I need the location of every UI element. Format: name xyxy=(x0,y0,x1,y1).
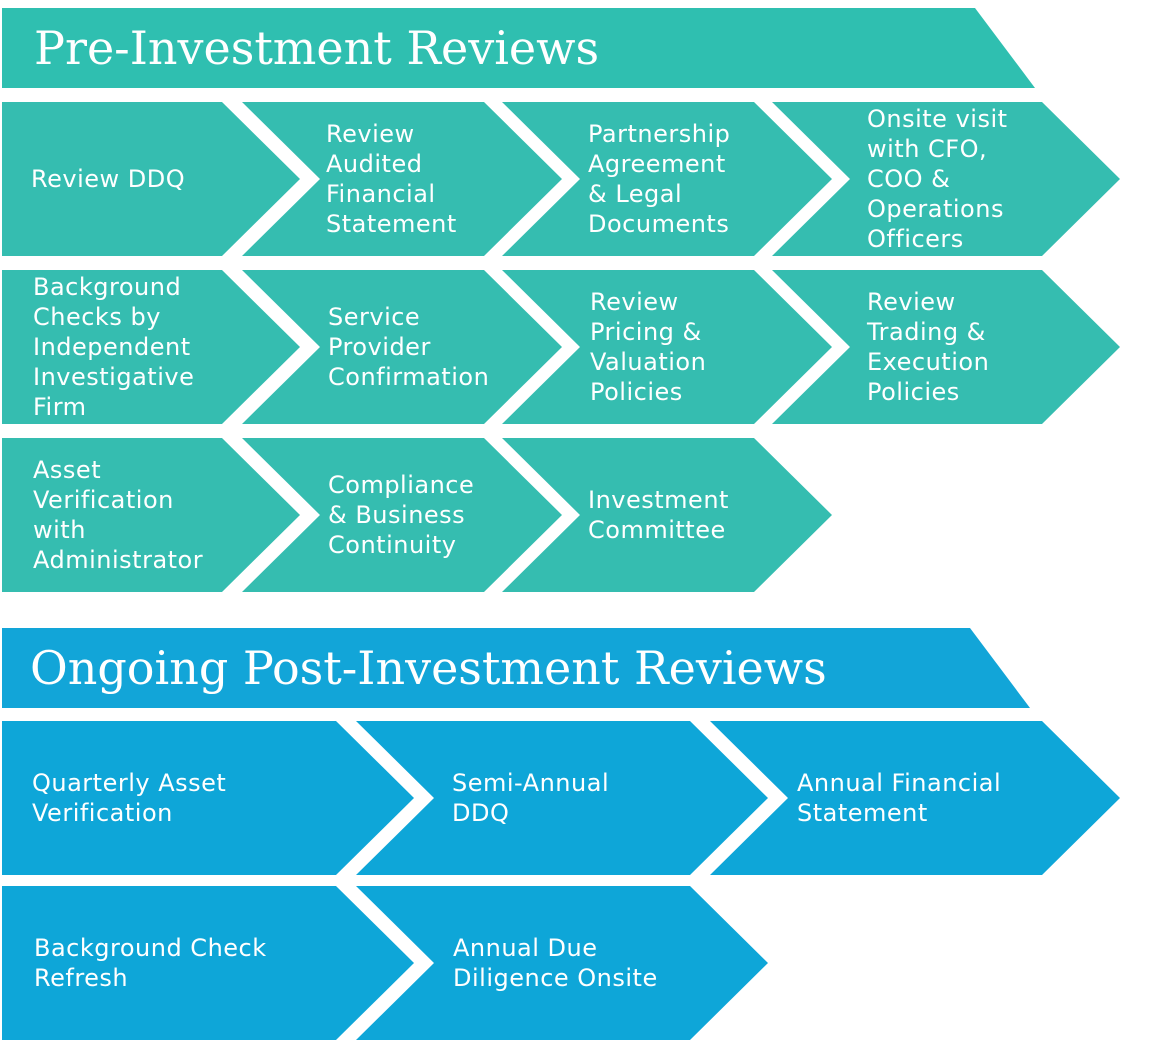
pre-step-chevron xyxy=(2,438,300,592)
post-investment-banner xyxy=(2,628,1030,708)
pre-step-label: Asset Verification with Administrator xyxy=(33,456,204,574)
pre-investment-title: Pre-Investment Reviews xyxy=(34,21,600,75)
pre-step-chevron xyxy=(772,270,1120,424)
pre-step-chevron xyxy=(242,102,562,256)
pre-step-chevron xyxy=(242,438,562,592)
post-step-label: Annual Due Diligence Onsite xyxy=(453,934,658,992)
pre-step-label: Partnership Agreement & Legal Documents xyxy=(588,120,731,238)
pre-step-label: Onsite visit with CFO, COO & Operations … xyxy=(867,105,1008,253)
post-step-chevron xyxy=(356,721,768,875)
pre-step-chevron xyxy=(502,270,832,424)
pre-step-chevron xyxy=(242,270,562,424)
pre-step-chevron xyxy=(502,438,832,592)
pre-step-chevron xyxy=(2,102,300,256)
post-step-label: Annual Financial Statement xyxy=(797,769,1002,827)
pre-step-label: Review Audited Financial Statement xyxy=(326,120,457,238)
pre-step-chevron xyxy=(772,102,1120,256)
post-step-chevron xyxy=(2,721,414,875)
post-step-chevron xyxy=(356,886,768,1040)
post-step-chevron xyxy=(710,721,1120,875)
post-step-label: Background Check Refresh xyxy=(34,934,267,992)
pre-step-label: Review Trading & Execution Policies xyxy=(867,288,990,406)
post-step-label: Quarterly Asset Verification xyxy=(32,769,227,827)
post-step-label: Semi-Annual DDQ xyxy=(452,769,610,827)
pre-step-chevron xyxy=(502,102,832,256)
pre-step-label: Compliance & Business Continuity xyxy=(328,471,475,559)
post-step-chevron xyxy=(2,886,414,1040)
pre-step-label: Review Pricing & Valuation Policies xyxy=(590,288,707,406)
pre-step-label: Review DDQ xyxy=(31,165,186,193)
pre-investment-banner xyxy=(2,8,1035,88)
pre-step-label: Background Checks by Independent Investi… xyxy=(33,273,195,421)
pre-step-chevron xyxy=(2,270,300,424)
pre-step-label: Service Provider Confirmation xyxy=(328,303,490,391)
post-investment-title: Ongoing Post-Investment Reviews xyxy=(30,641,827,695)
pre-step-label: Investment Committee xyxy=(588,486,729,544)
